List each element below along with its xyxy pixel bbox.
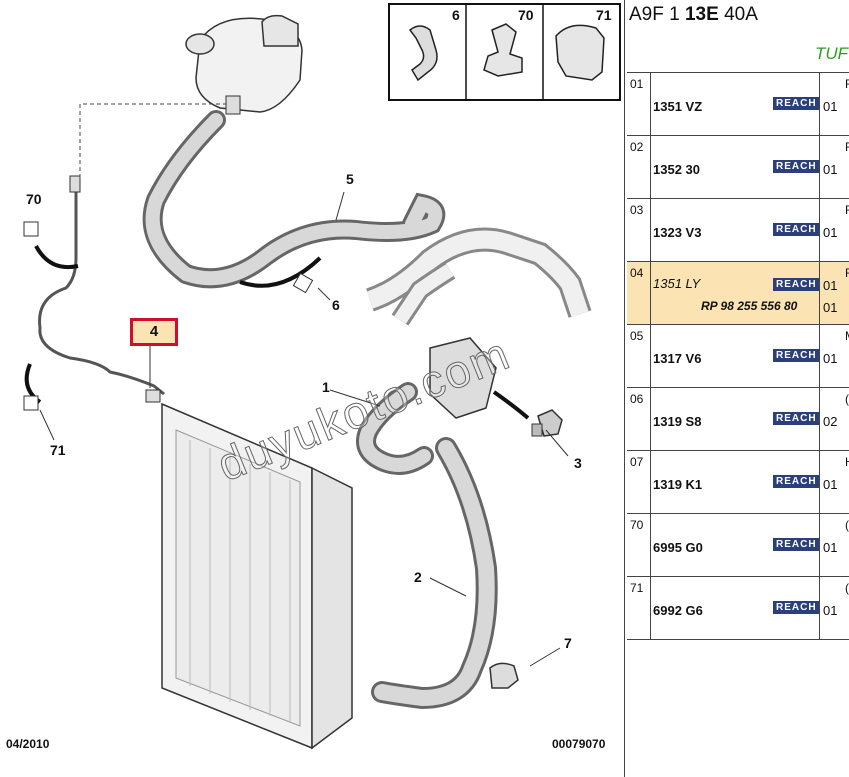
quantity-secondary: 01	[823, 300, 838, 315]
reach-badge: REACH	[773, 349, 820, 362]
reach-badge: REACH	[773, 97, 820, 110]
clamp-7	[489, 662, 519, 689]
inset-label-6: 6	[452, 7, 460, 23]
part-reference[interactable]: 1319 K1	[653, 477, 703, 492]
replacement-part-number[interactable]: RP 98 255 556 80	[701, 299, 798, 313]
reach-badge: REACH	[773, 278, 820, 291]
part-reference[interactable]: 6992 G6	[653, 603, 703, 618]
header-pre: A9F 1	[629, 4, 685, 25]
parts-diagram: 6 70 71	[23, 3, 621, 750]
row-index: 71	[627, 577, 651, 639]
row-index: 06	[627, 388, 651, 450]
bleed-screw-3	[531, 409, 563, 437]
column-divider	[819, 262, 820, 324]
description-truncated: (	[845, 581, 849, 595]
column-divider	[819, 388, 820, 450]
row-index: 03	[627, 199, 651, 261]
column-divider	[819, 577, 820, 639]
row-index: 07	[627, 451, 651, 513]
quantity: 01	[823, 603, 838, 618]
description-truncated: F	[845, 203, 849, 217]
part-reference[interactable]: 1323 V3	[653, 225, 702, 240]
callout-1: 1	[322, 379, 330, 395]
callout-5: 5	[346, 171, 354, 187]
inset-label-71: 71	[596, 7, 612, 23]
description-truncated: F	[845, 140, 849, 154]
pipe-assembly	[365, 227, 592, 420]
part-reference[interactable]: 1317 V6	[653, 351, 702, 366]
reach-badge: REACH	[773, 160, 820, 173]
description-truncated: (	[845, 518, 849, 532]
callout-2: 2	[414, 569, 422, 585]
panel-header: A9F 1 13E 40A	[629, 4, 758, 26]
leader-dashed	[79, 103, 226, 178]
reach-badge: REACH	[773, 601, 820, 614]
footer-code: 00079070	[552, 737, 606, 751]
column-divider	[819, 136, 820, 198]
description-truncated: (	[845, 392, 849, 406]
reach-badge: REACH	[773, 538, 820, 551]
column-divider	[819, 451, 820, 513]
quantity: 01	[823, 225, 838, 240]
row-index: 04	[627, 262, 651, 324]
callout-71: 71	[50, 442, 66, 458]
row-index: 02	[627, 136, 651, 198]
quantity: 01	[823, 477, 838, 492]
description-truncated: H	[845, 455, 849, 469]
part-reference[interactable]: 1352 30	[653, 162, 700, 177]
quantity: 02	[823, 414, 838, 429]
sensor-wire	[38, 188, 165, 396]
column-divider	[819, 514, 820, 576]
callout-3: 3	[574, 455, 582, 471]
column-divider	[819, 325, 820, 387]
quantity: 01	[823, 99, 838, 114]
quantity: 01	[823, 540, 838, 555]
callout-70: 70	[26, 191, 42, 207]
callout-7: 7	[564, 635, 572, 651]
reach-badge: REACH	[773, 475, 820, 488]
callout-6: 6	[332, 297, 340, 313]
reach-badge: REACH	[773, 223, 820, 236]
part-reference[interactable]: 6995 G0	[653, 540, 703, 555]
quantity: 01	[823, 162, 838, 177]
expansion-tank	[185, 14, 303, 115]
radiator	[161, 402, 353, 750]
description-truncated: M	[845, 329, 849, 343]
column-divider	[819, 199, 820, 261]
row-index: 01	[627, 73, 651, 135]
callout-4-highlight[interactable]: 4	[130, 318, 178, 346]
reach-badge: REACH	[773, 412, 820, 425]
part-reference[interactable]: 1319 S8	[653, 414, 702, 429]
quantity: 01	[823, 278, 838, 293]
inset-label-70: 70	[518, 7, 534, 23]
panel-subtitle: TUF	[815, 44, 849, 63]
description-truncated: F	[845, 266, 849, 280]
description-truncated: F	[845, 77, 849, 91]
inset-box: 6 70 71	[388, 3, 621, 101]
part-reference[interactable]: 1351 LY	[653, 276, 701, 291]
column-divider	[819, 73, 820, 135]
part-reference[interactable]: 1351 VZ	[653, 99, 703, 114]
row-index: 70	[627, 514, 651, 576]
quantity: 01	[823, 351, 838, 366]
header-bold: 13E	[684, 4, 719, 25]
row-index: 05	[627, 325, 651, 387]
header-post: 40A	[718, 4, 758, 25]
footer-date: 04/2010	[6, 737, 50, 751]
